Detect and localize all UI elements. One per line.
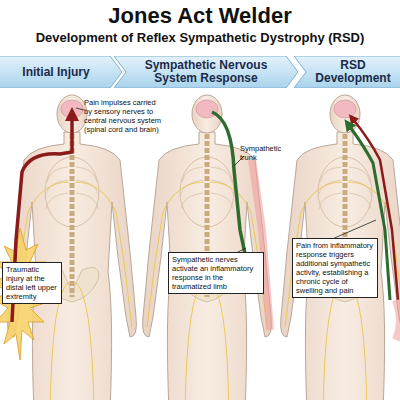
- annotation-text: Pain impulses carried by sensory nerves …: [84, 98, 164, 134]
- callout-box: Pain from inflammatory response triggers…: [292, 238, 378, 298]
- banner-label: Initial Injury: [0, 56, 122, 88]
- callout-text: Pain from inflammatory response triggers…: [296, 241, 374, 295]
- banner-label: RSD Development: [294, 56, 400, 88]
- banner-label: Sympathetic Nervous System Response: [114, 56, 298, 88]
- callout-text: Traumatic injury at the distal left uppe…: [6, 265, 58, 301]
- stage-banner: Initial Injury: [0, 56, 122, 88]
- callout-text: Sympathetic nerves activate an inflammat…: [172, 255, 260, 291]
- stage-banner: Sympathetic Nervous System Response: [114, 56, 298, 88]
- annotation-text: Sympathetic trunk: [240, 144, 292, 162]
- callout-box: Sympathetic nerves activate an inflammat…: [168, 252, 264, 294]
- stage-banner: RSD Development: [294, 56, 400, 88]
- callout-box: Traumatic injury at the distal left uppe…: [2, 262, 62, 304]
- diagram-title: Jones Act Welder: [0, 3, 400, 29]
- subtitle-text: Development of Reflex Sympathetic Dystro…: [0, 31, 400, 46]
